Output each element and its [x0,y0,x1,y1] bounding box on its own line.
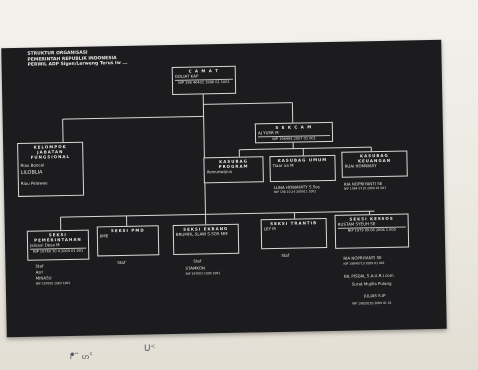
org-chart-board: STRUKTUR ORGANISASI PEMERINTAH REPUBLIK … [1,39,447,338]
staf-label-2: Staf [117,259,126,266]
node-seksi-pmd: SEKSI PMD JIME [96,225,160,257]
seksi1-staff-nip: NIP 197009 1983 1001 [35,280,71,286]
node-group-title: KELOMPOK JABATAN FUNGSIONAL [30,144,71,160]
seksi1-staff-b: MINASU [35,275,52,281]
staf-label-3: Staf [193,258,202,264]
node-subbag-keuangan: KASUBAG KEUANGAN RUAI HOMWASY [341,150,408,178]
node-group-line-1: Riau Boncel [20,162,45,168]
node-seksi5-nip: NIP 1979 09 06 2006 1 000 [337,226,406,234]
right-staff-a-nip: NIP 19840710 2009 01 001 [343,260,385,266]
scribble-a: ᖰᐡ ᔕᕐ [70,352,93,362]
node-sekcam-nip: NIP 198404 2007 01 001 [258,134,331,143]
right-staff-d: JULIAS S.IP [364,292,386,299]
staf-label-1: Staf [35,263,44,269]
node-camat: C A M A T GOLIAT KAP NIP 196 40402 1986 … [171,65,237,95]
node-subbag-umum: KASUBAG UMUM Tiaar ua M [269,154,336,183]
right-staff-c: Surat Mujilla Pulang [351,280,392,287]
node-seksi-pemerintahan: SEKSI PEMERINTAHAN Jaluaui Desa M NIP 19… [26,229,90,261]
node-sekcam: S E K C A M AJ YUSR M NIP 198404 2007 01… [254,121,334,144]
node-seksi1-nip: NIP 19760 30 4 2004 01 001 [30,247,87,255]
connector-lines [60,94,375,231]
node-seksi2-name: JIME [99,233,109,239]
seksi1-staff-a: Asri [35,269,44,275]
node-functional-group: KELOMPOK JABATAN FUNGSIONAL Riau Boncel … [17,141,85,197]
node-subbag-program: KASUBAG PROGRAM Ilumunwiyuu [203,156,264,184]
node-group-line-2: LILOBLIA [20,169,43,176]
node-seksi1-title: SEKSI PEMERINTAHAN [34,232,82,243]
seksi3-staff-nip: NIP 197003 1990 1001 [185,271,221,276]
node-seksi4-name: LEY M [263,226,276,232]
node-sub3-name: RUAI HOMWASY [344,163,377,169]
node-seksi-ekbang: SEKSI EKBANG BRUMFIL SLAW S.SOS MM [172,223,240,255]
node-seksi-kessos: SEKSI KESSOS RUSTAM SYEUH SE NIP 1979 09… [334,213,410,249]
sub3-staff-nip: NIP 1984 0710 2009 01 001 [343,185,387,191]
staf-label-4: Staf [281,252,290,258]
right-staff-a: RIA NOPRIYANTI SE [343,254,382,261]
node-camat-nip: NIP 196 40402 1986 01 1001 [174,78,234,86]
node-group-line-3: Riau Pelawau [20,180,48,186]
right-staff-b: NIL PISDAL S.A.U.R.I com [343,272,394,279]
seksi3-staff-a: STAMKON [185,265,205,271]
scribble-b: ᑌᑉ [144,344,156,354]
node-seksi3-name: BRUMFIL SLAW S.SOS MM [175,230,228,237]
node-seksi-trantib: SEKSI TRANTIB LEY M [260,218,328,250]
node-sub2-name: Tiaar ua M [272,162,294,169]
node-sub1-name: Ilumunwiyuu [206,168,233,175]
chart-header: STRUKTUR ORGANISASI PEMERINTAH REPUBLIK … [27,50,127,68]
right-staff-d-nip: NIP 19820210 2009 01 01 [352,300,392,306]
sub2-staff-nip: NIP 198 10 24 200911 1001 [274,189,317,195]
